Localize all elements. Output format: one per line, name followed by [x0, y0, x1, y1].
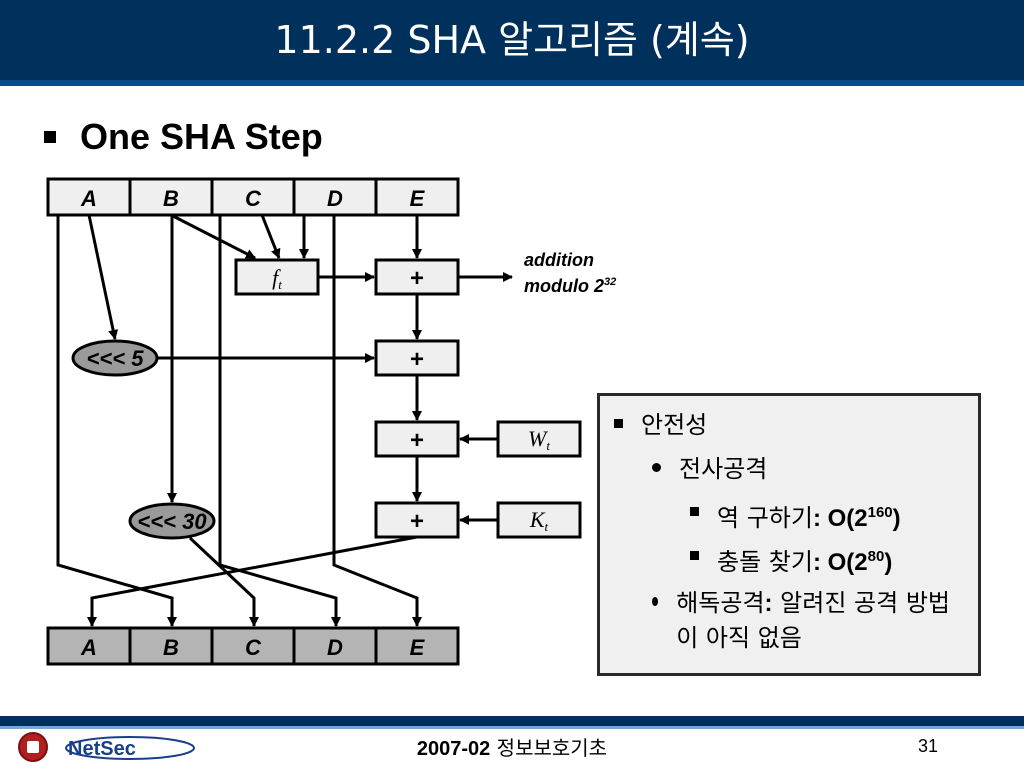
adder-label-3: + — [410, 427, 424, 454]
adder-boxes: + + + + — [374, 258, 460, 539]
bottom-register-frame — [46, 626, 460, 666]
heading-text: One SHA Step — [80, 116, 323, 157]
bottom-register-b: B — [163, 635, 179, 660]
arrow-b-to-f — [170, 213, 256, 260]
k-input-box — [496, 501, 582, 539]
dot-bullet-icon — [652, 597, 659, 606]
top-register-frame — [46, 177, 460, 217]
info-row-collision: 충돌 찾기: O(280) — [690, 540, 892, 580]
bottom-register-c: C — [245, 635, 262, 660]
footer-bar — [0, 716, 1024, 726]
rotate-left-30-label: <<< 30 — [137, 509, 207, 534]
slide-title: 11.2.2 SHA 알고리즘 (계속) — [274, 18, 750, 62]
top-register-c: C — [245, 186, 262, 211]
preimage-text: 역 구하기: O(2160) — [717, 504, 901, 532]
arrow-d-to-new-e — [332, 215, 422, 627]
heading-bullet: One SHA Step — [44, 116, 323, 158]
adder-box-4 — [374, 501, 460, 539]
bottom-register-d: D — [327, 635, 343, 660]
modulo-label: modulo 232 — [524, 276, 616, 296]
arrow-sum-to-new-a — [87, 535, 418, 627]
footer-accent-line — [0, 726, 1024, 729]
top-register-d: D — [327, 186, 343, 211]
adder-label-2: + — [410, 346, 424, 373]
bottom-register-row: A B C D E — [46, 626, 460, 666]
square-bullet-icon — [690, 551, 699, 560]
top-register-b: B — [163, 186, 179, 211]
top-register-e: E — [410, 186, 426, 211]
header-accent-line — [0, 80, 1024, 86]
university-seal-icon — [18, 732, 48, 762]
info-row-brute-force: 전사공격 — [652, 452, 767, 486]
adder-label-1: + — [410, 265, 424, 292]
collision-text: 충돌 찾기: O(280) — [717, 548, 893, 576]
info-row-cryptanalysis: 해독공격: 알려진 공격 방법이 아직 없음 — [652, 586, 952, 655]
rotate-left-30-node — [128, 502, 216, 540]
top-register-row: A B C D E — [46, 177, 460, 217]
bottom-register-e: E — [410, 635, 426, 660]
arrow-a-to-rot5 — [87, 214, 119, 340]
arrow-c-to-new-d — [218, 215, 341, 627]
svg-text:NetSec: NetSec — [68, 738, 136, 760]
square-bullet-icon — [44, 131, 56, 143]
w-input-label: Wt — [528, 426, 550, 453]
square-bullet-icon — [614, 419, 623, 428]
info-row-security: 안전성 — [614, 408, 707, 442]
arrow-rot30-to-new-c — [188, 536, 259, 627]
header-bar — [0, 0, 1024, 80]
bottom-register-a: A — [80, 635, 97, 660]
f-function-box — [234, 258, 320, 296]
arrow-c-to-f — [260, 214, 281, 259]
connector-lines — [56, 213, 513, 627]
f-function-label: ft — [272, 265, 282, 292]
security-title: 안전성 — [641, 411, 708, 439]
rotate-left-5-label: <<< 5 — [87, 346, 145, 371]
k-input-label: Kt — [529, 507, 549, 534]
arrow-a-to-new-b — [56, 215, 177, 627]
square-bullet-icon — [690, 507, 699, 516]
footer-caption: 2007-02 정보보호기초 — [416, 736, 608, 760]
security-info-panel: 안전성 전사공격 역 구하기: O(2160) 충돌 찾기: O(280) 해독… — [597, 393, 981, 676]
addition-label: addition — [524, 250, 594, 270]
adder-label-4: + — [410, 508, 424, 535]
brute-force-label: 전사공격 — [679, 455, 768, 483]
netsec-logo: NetSec — [65, 736, 195, 760]
top-register-a: A — [80, 186, 97, 211]
page-number: 31 — [918, 736, 939, 756]
info-row-preimage: 역 구하기: O(2160) — [690, 496, 901, 536]
cryptanalysis-text: 해독공격: 알려진 공격 방법이 아직 없음 — [676, 589, 950, 652]
w-input-box — [496, 420, 582, 458]
dot-bullet-icon — [652, 463, 661, 472]
